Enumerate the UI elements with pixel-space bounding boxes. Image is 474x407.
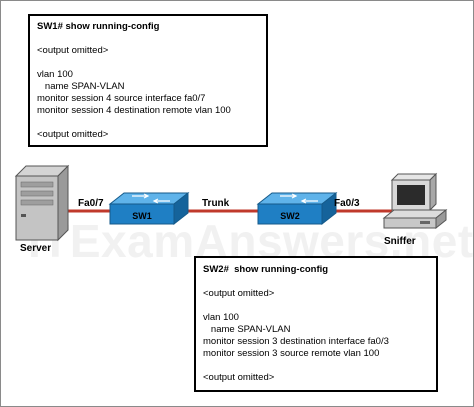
server-label: Server: [20, 243, 52, 254]
sw2-port-label: Fa0/3: [334, 198, 360, 209]
sniffer-label: Sniffer: [384, 236, 416, 247]
sw1-prompt: SW1# show running-config: [37, 21, 160, 32]
sw1-config-line: [37, 57, 259, 69]
sw2-config-line: vlan 100: [203, 312, 239, 323]
sw2-config-box: SW2# show running-config <output omitted…: [194, 256, 438, 392]
sw1-config-box: SW1# show running-config <output omitted…: [28, 14, 268, 147]
sw2-switch-icon: [256, 191, 338, 226]
sw1-port-label: Fa0/7: [78, 198, 104, 209]
server-icon: [14, 164, 70, 242]
sniffer-pc-icon: [382, 172, 448, 230]
sw2-config-line: name SPAN-VLAN: [203, 324, 291, 335]
trunk-label: Trunk: [202, 198, 230, 209]
sw1-config-line: vlan 100: [37, 69, 73, 80]
sw1-config-line: monitor session 4 destination remote vla…: [37, 105, 231, 116]
sw1-config-line: <output omitted>: [37, 129, 109, 140]
sw2-label: SW2: [280, 211, 300, 221]
sw2-config-line: monitor session 3 source remote vlan 100: [203, 348, 380, 359]
sw2-config-line: [203, 360, 429, 372]
sw1-config-line: name SPAN-VLAN: [37, 81, 125, 92]
sw1-config-line: monitor session 4 source interface fa0/7: [37, 93, 206, 104]
sw1-label: SW1: [132, 211, 152, 221]
sw1-switch-icon: [108, 191, 190, 226]
sw1-config-line: <output omitted>: [37, 45, 109, 56]
sw2-config-line: <output omitted>: [203, 372, 275, 383]
sw2-config-line: monitor session 3 destination interface …: [203, 336, 389, 347]
sw2-config-line: <output omitted>: [203, 288, 275, 299]
sw2-config-line: [203, 300, 429, 312]
sw1-config-line: [37, 117, 259, 129]
sw2-prompt: SW2# show running-config: [203, 264, 329, 275]
